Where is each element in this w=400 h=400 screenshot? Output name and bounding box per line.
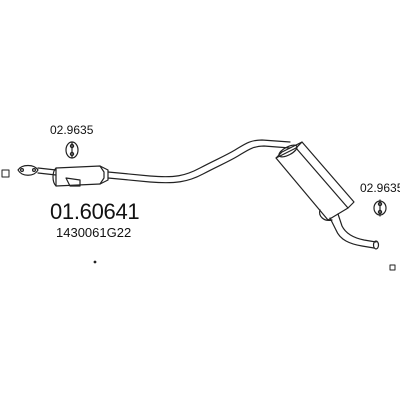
left-clamp-icon — [1, 169, 10, 178]
hanger-left-label: 02.9635 — [50, 123, 94, 137]
left-hanger-icon — [65, 141, 79, 159]
dot-mark — [93, 260, 97, 264]
right-clamp-icon — [389, 264, 396, 271]
part-number: 01.60641 — [50, 199, 140, 224]
center-resonator — [52, 165, 109, 187]
rear-silencer — [275, 141, 355, 221]
right-hanger-icon — [373, 199, 387, 217]
oem-number: 1430061G22 — [56, 225, 132, 240]
hanger-right-label: 02.9635 — [360, 181, 400, 195]
tail-pipe — [319, 209, 380, 250]
front-flange-icon — [17, 164, 57, 176]
center-pipe — [107, 139, 291, 184]
